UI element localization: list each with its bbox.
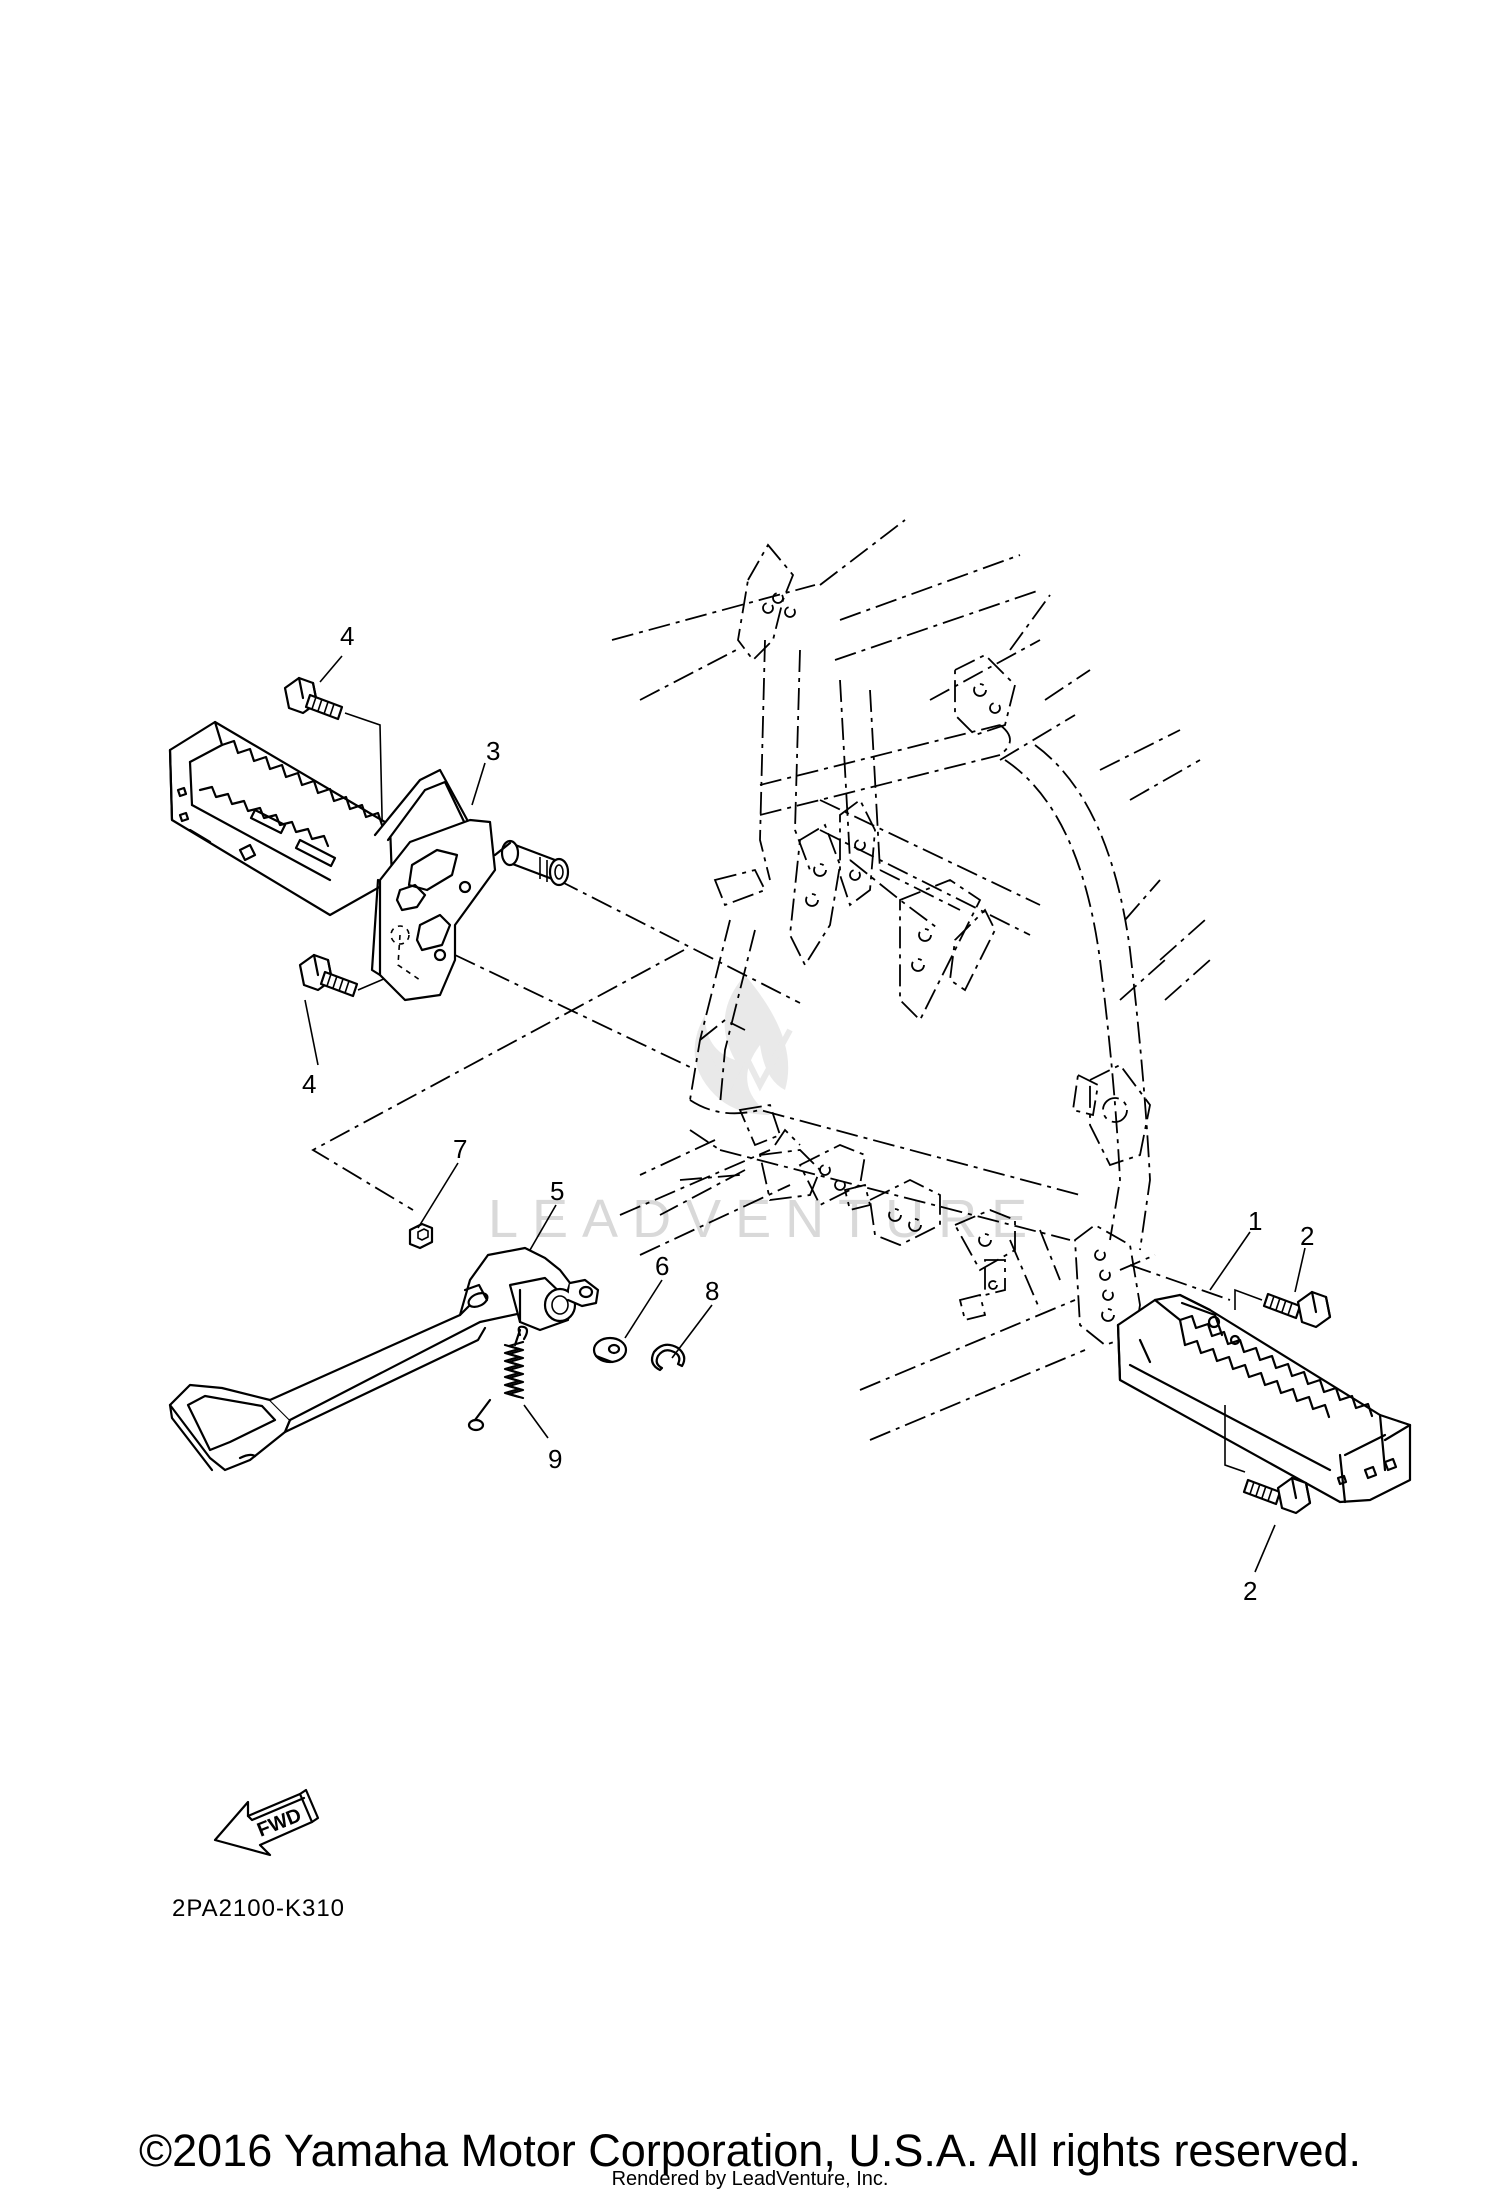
bolt-left-top[interactable] <box>283 676 344 721</box>
callout-8: 8 <box>705 1276 719 1306</box>
callout-leaders <box>304 655 1306 1573</box>
fwd-arrow-icon: FWD <box>213 1788 320 1857</box>
footrest-left[interactable] <box>168 720 394 917</box>
frame-outline <box>611 519 1211 1441</box>
callout-2-bottom: 2 <box>1243 1576 1257 1606</box>
copyright-notice: ©2016 Yamaha Motor Corporation, U.S.A. A… <box>138 2125 1362 2176</box>
watermark: LEADVENTURE <box>488 975 1041 1249</box>
washer[interactable] <box>592 1336 628 1364</box>
bushing[interactable] <box>408 1222 434 1250</box>
diagram-code: 2PA2100-K310 <box>172 1895 346 1922</box>
assembly-lines <box>311 879 1231 1301</box>
watermark-text: LEADVENTURE <box>488 1189 1041 1249</box>
callout-9: 9 <box>548 1444 562 1474</box>
callout-1: 1 <box>1248 1206 1262 1236</box>
callout-4-bottom: 4 <box>302 1069 316 1099</box>
rendered-by-notice: Rendered by LeadVenture, Inc. <box>611 2168 889 2190</box>
callout-4-top: 4 <box>340 621 354 651</box>
callout-3: 3 <box>486 736 500 766</box>
circlip[interactable] <box>650 1343 686 1372</box>
footrest-right[interactable] <box>1116 1293 1412 1504</box>
bolt-right-top[interactable] <box>1262 1290 1332 1329</box>
footrest-bracket-left[interactable] <box>370 768 570 1002</box>
watermark-logo-icon <box>694 975 793 1115</box>
callout-6: 6 <box>655 1251 669 1281</box>
spring[interactable] <box>467 1325 529 1432</box>
bolt-left-bottom[interactable] <box>298 953 359 998</box>
callout-7: 7 <box>453 1134 467 1164</box>
bolt-right-bottom[interactable] <box>1242 1476 1312 1515</box>
brake-pedal[interactable] <box>168 1246 600 1472</box>
callout-5: 5 <box>550 1176 564 1206</box>
callout-numbers: 1 2 2 3 4 4 5 6 7 8 9 <box>302 621 1314 1606</box>
callout-2-top: 2 <box>1300 1221 1314 1251</box>
